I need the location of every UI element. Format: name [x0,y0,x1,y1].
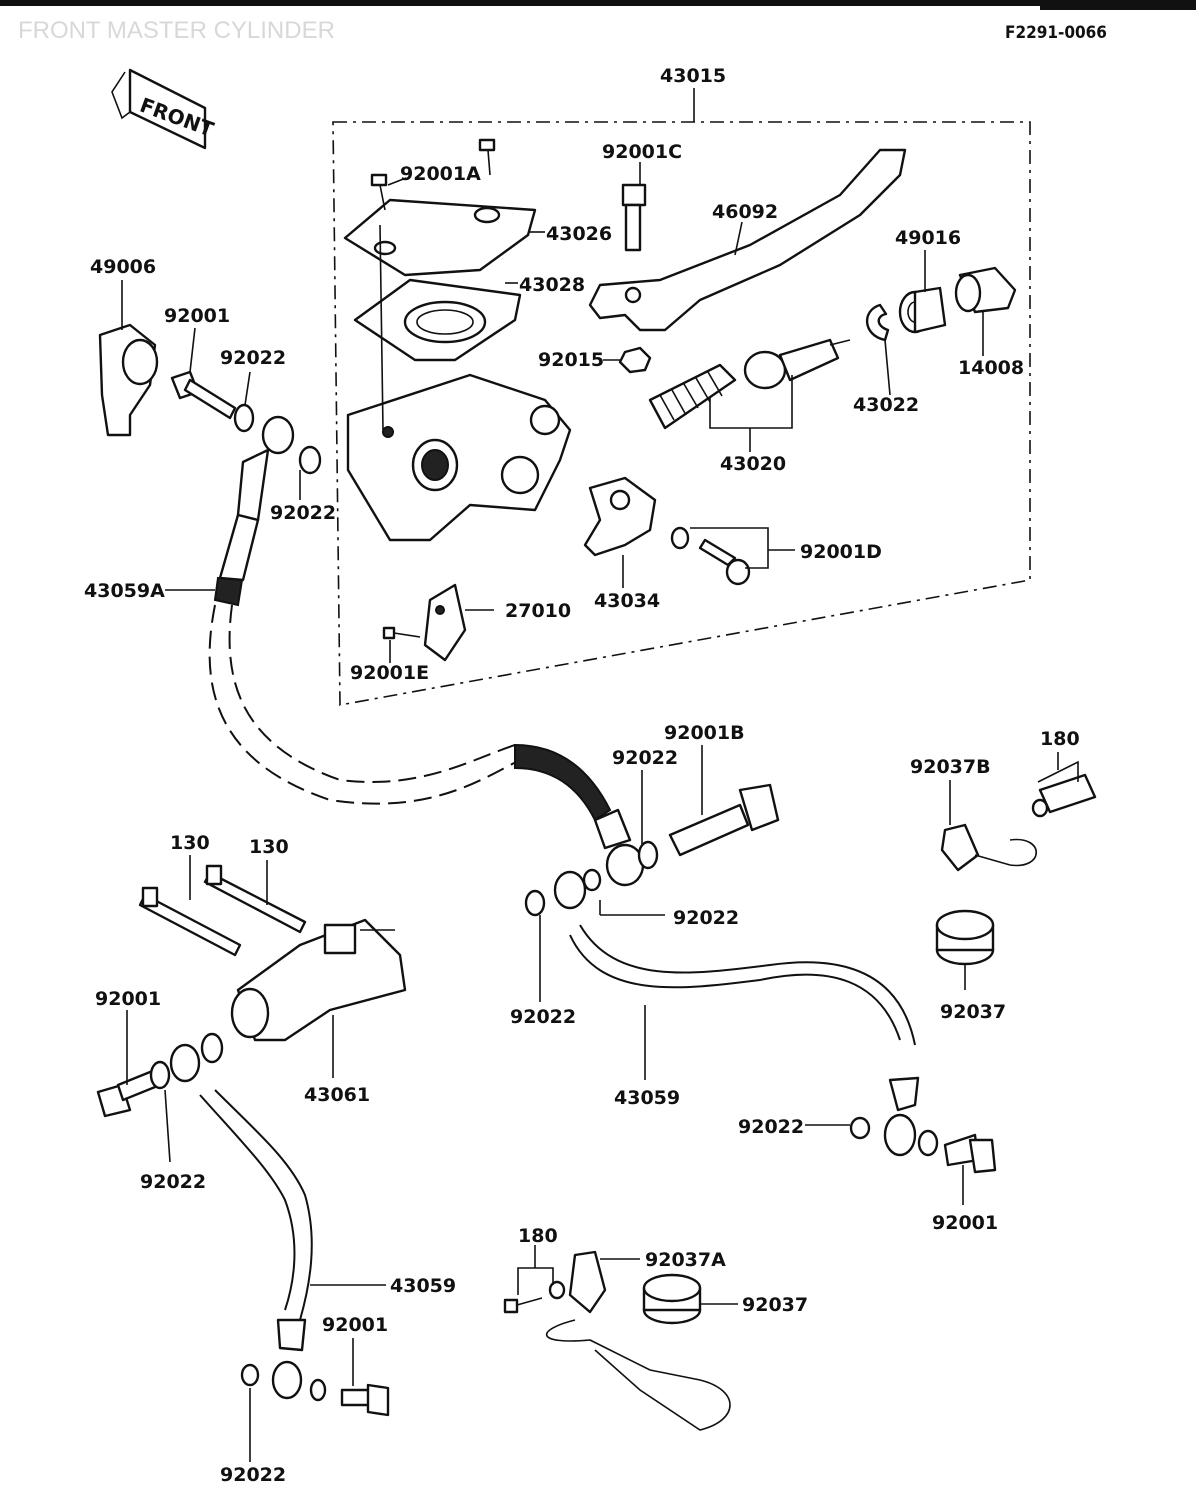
label-43061: 43061 [304,1084,370,1106]
label-43034: 43034 [594,590,660,612]
label-92022-b3: 92022 [510,1006,576,1028]
label-43020: 43020 [720,453,786,475]
brake-switch [423,583,467,662]
dust-boot [954,266,1017,314]
three-way-joint [230,918,407,1042]
grommet-92037-low [642,1273,702,1325]
label-92037-right: 92037 [940,1001,1006,1023]
hose-43059A [213,415,295,607]
assembly-box [332,121,1031,706]
piston-spring [648,363,737,430]
label-49006: 49006 [90,256,156,278]
label-130-b: 130 [249,836,289,858]
clip-bolt-180-top [1031,773,1097,818]
joint-bolt-130-b [203,864,307,934]
label-180-low: 180 [518,1225,558,1247]
washer-bottom [240,1363,260,1387]
banjo-bolt-right-low [943,1133,997,1174]
label-49016: 49016 [895,227,961,249]
label-92022-left: 92022 [140,1171,206,1193]
label-92001-low: 92001 [322,1314,388,1336]
label-130-a: 130 [170,832,210,854]
label-14008: 14008 [958,357,1024,379]
master-cylinder-body [346,373,572,542]
grommet-92037-right [935,909,995,966]
screw-92001E [382,626,421,640]
label-92001-top: 92001 [164,305,230,327]
label-92001C: 92001C [602,141,682,163]
label-92037-low: 92037 [742,1294,808,1316]
screw-92001A-right [478,138,496,176]
hose-clip-92037A [545,1250,731,1431]
label-92037A: 92037A [645,1249,726,1271]
label-92022-top: 92022 [220,347,286,369]
top-border-tab [1040,0,1196,10]
banjo-bolt-top [170,370,237,420]
label-43059A: 43059A [84,580,165,602]
label-92022-r2: 92022 [738,1116,804,1138]
washer-92001D [670,526,690,550]
leader-lines [121,162,1079,1462]
reservoir-cap [343,198,537,277]
diagram-title: FRONT MASTER CYLINDER [18,17,335,44]
washer-left [149,1060,171,1090]
label-92022-b2: 92022 [673,907,739,929]
clamp [583,476,657,557]
diaphragm [353,278,522,362]
nut [618,346,652,374]
diagram-code: F2291-0066 [1005,23,1107,43]
banjo-bolt-bottom [340,1383,390,1417]
label-46092: 46092 [712,201,778,223]
label-43022: 43022 [853,394,919,416]
top-border [0,0,1196,6]
bushing [898,286,947,334]
label-92001B: 92001B [664,722,745,744]
label-180-top: 180 [1040,728,1080,750]
washer-b3 [524,889,546,917]
clamp-bolt [698,538,751,586]
label-43028: 43028 [519,274,585,296]
label-27010: 27010 [505,600,571,622]
label-92037B: 92037B [910,756,991,778]
banjo-bolt-92001B [668,783,780,857]
label-92015: 92015 [538,349,604,371]
clip [865,303,890,342]
washer-top-1 [233,403,255,433]
label-92001-r2: 92001 [932,1212,998,1234]
label-92001E: 92001E [350,662,429,684]
joint-bolt-130-a [138,886,242,957]
label-43059-low: 43059 [390,1275,456,1297]
hose-clip-92037B [940,823,1037,872]
label-92001D: 92001D [800,541,882,563]
label-43026: 43026 [546,223,612,245]
brake-lever [588,148,907,332]
label-92001-left: 92001 [95,988,161,1010]
washer-b1 [637,840,659,870]
washer-top-2 [298,445,322,475]
washer-r2 [849,1116,871,1140]
pivot-bolt [621,183,647,252]
washer-b2 [582,868,602,892]
label-92001A: 92001A [400,163,481,185]
label-92022-b1: 92022 [612,747,678,769]
clip-bolt-180-low [503,1280,566,1314]
label-92022-mid: 92022 [270,502,336,524]
front-tag: FRONT [111,68,217,150]
piston [743,338,851,390]
label-43015: 43015 [660,65,726,87]
label-43059-mid: 43059 [614,1087,680,1109]
label-92022-bottom: 92022 [220,1464,286,1486]
screw-92001A-left [370,173,388,211]
